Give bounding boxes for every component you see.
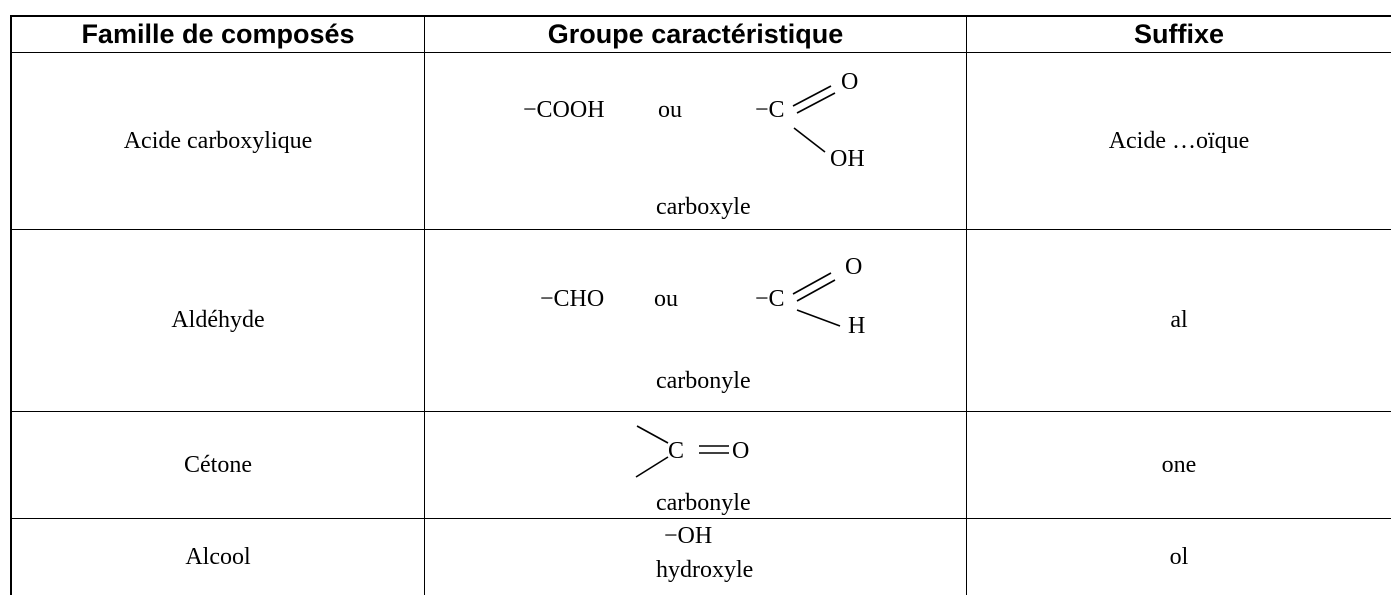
ou-text: ou <box>654 286 678 312</box>
row-famille: Aldéhyde <box>171 307 265 333</box>
row-famille: Acide carboxylique <box>123 127 313 154</box>
formula-text: −OH <box>664 523 713 549</box>
group-name: hydroxyle <box>656 557 754 583</box>
header-groupe: Groupe caractéristique <box>547 19 844 49</box>
double-bond-icon <box>699 445 729 454</box>
structure-carbon: −C <box>755 286 785 312</box>
structure-oxygen: O <box>732 438 750 464</box>
row-divider-2 <box>10 411 1391 412</box>
structure-carbon: C <box>668 438 685 464</box>
row-divider-1 <box>10 229 1391 230</box>
structure-oxygen: O <box>845 254 863 280</box>
row-suffixe: Acide …oïque <box>1108 127 1250 154</box>
double-bond-icon <box>792 85 836 114</box>
row-suffixe: al <box>1170 307 1188 333</box>
row-famille: Alcool <box>185 543 251 570</box>
header-divider <box>10 52 1391 53</box>
formula-text: −CHO <box>540 286 605 312</box>
single-bond-icon <box>793 127 826 153</box>
group-name: carbonyle <box>656 490 751 516</box>
table-border-left <box>10 15 12 595</box>
row-suffixe: one <box>1161 451 1197 478</box>
ou-text: ou <box>658 97 682 123</box>
row-famille: Cétone <box>184 451 252 478</box>
functional-groups-table: Famille de composés Groupe caractéristiq… <box>10 15 1391 595</box>
structure-carbon: −C <box>755 97 785 123</box>
header-famille: Famille de composés <box>81 19 355 49</box>
column-divider-1 <box>424 15 425 595</box>
structure-substituent: H <box>848 313 866 339</box>
row-divider-3 <box>10 518 1391 519</box>
single-bond-icon <box>635 425 669 478</box>
double-bond-icon <box>792 272 836 302</box>
single-bond-icon <box>796 309 841 327</box>
group-name: carboxyle <box>656 194 751 220</box>
row-suffixe: ol <box>1169 543 1189 570</box>
column-divider-2 <box>966 15 967 595</box>
structure-substituent: OH <box>830 146 865 172</box>
header-suffixe: Suffixe <box>1133 19 1225 49</box>
group-name: carbonyle <box>656 368 751 394</box>
formula-text: −COOH <box>523 97 605 123</box>
structure-oxygen: O <box>841 69 859 95</box>
table-border-top <box>10 15 1391 17</box>
